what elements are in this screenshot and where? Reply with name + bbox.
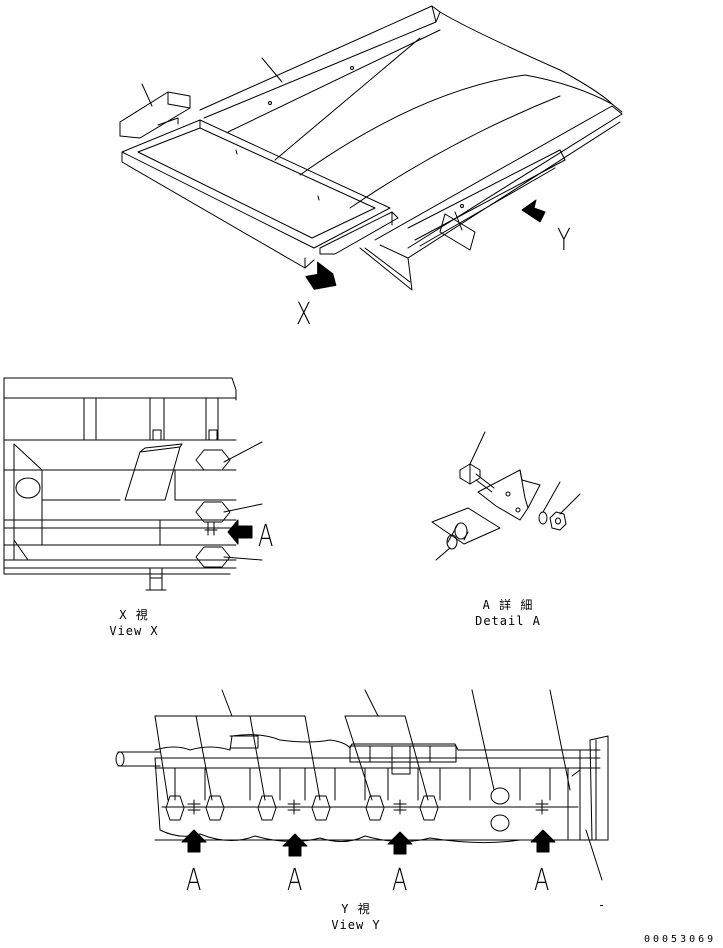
arrow-a-callout bbox=[228, 520, 252, 544]
label-y-arrow: Y bbox=[557, 223, 571, 258]
caption-detail-a-jp: A 詳 細 bbox=[482, 598, 534, 612]
label-a-bottom-1: A bbox=[186, 863, 202, 898]
label-a-bottom-2: A bbox=[287, 863, 303, 898]
detail-a bbox=[432, 432, 580, 560]
direction-arrows bbox=[304, 200, 545, 290]
label-a-bottom-4: A bbox=[534, 863, 550, 898]
caption-view-x-jp: X 視 bbox=[119, 608, 149, 622]
arrow-x bbox=[304, 260, 336, 290]
arrow-y bbox=[522, 200, 545, 222]
label-a-bottom-3: A bbox=[392, 863, 408, 898]
caption-view-y-en: View Y bbox=[331, 918, 381, 932]
caption-detail-a-en: Detail A bbox=[475, 614, 541, 628]
view-y-a-arrows bbox=[182, 830, 555, 856]
label-a-callout: A bbox=[258, 519, 274, 554]
top-assembly-view bbox=[120, 6, 622, 290]
view-y bbox=[116, 690, 608, 880]
view-x bbox=[4, 378, 262, 590]
label-dash: - bbox=[598, 898, 607, 912]
caption-view-x-en: View X bbox=[109, 624, 159, 638]
caption-view-y-jp: Y 視 bbox=[341, 902, 371, 916]
label-x-arrow: X bbox=[296, 297, 312, 332]
drawing-code: 00053069 bbox=[644, 934, 717, 945]
